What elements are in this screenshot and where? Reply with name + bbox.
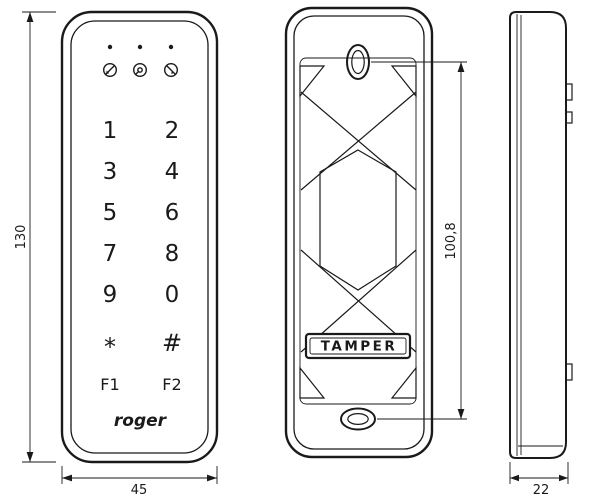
side-view <box>509 11 573 459</box>
clip-tab <box>565 83 573 101</box>
dimension-hole-spacing-value: 100,8 <box>444 222 459 259</box>
back-view: TAMPER <box>284 6 434 459</box>
tamper-label-frame <box>304 332 412 360</box>
brand-logo: roger <box>114 411 168 431</box>
back-panel-inline <box>293 15 425 450</box>
key-9[interactable]: 9 <box>103 282 118 308</box>
keypad: 1 2 3 4 5 6 7 8 9 0 * # F1 F2 <box>100 118 182 394</box>
tamper-label: TAMPER <box>304 332 412 360</box>
clip-tab <box>565 363 573 381</box>
tamper-text: TAMPER <box>321 339 398 355</box>
front-housing-outline <box>60 10 219 464</box>
key-f1[interactable]: F1 <box>100 375 119 394</box>
key-hash[interactable]: # <box>162 329 182 357</box>
top-mounting-hole <box>346 44 370 80</box>
key-3[interactable]: 3 <box>103 159 118 185</box>
dimension-front-width: 45 <box>61 466 218 498</box>
key-6[interactable]: 6 <box>165 200 180 226</box>
key-f2[interactable]: F2 <box>162 375 181 394</box>
indicator-icon-row <box>102 63 178 78</box>
key-icon <box>163 63 178 78</box>
tamper-label-inner-frame <box>309 337 407 355</box>
led-dot-icon <box>107 44 113 50</box>
key-icon <box>102 63 117 78</box>
dimension-width-value: 45 <box>131 483 148 498</box>
led-dot-icon <box>137 44 143 50</box>
key-1[interactable]: 1 <box>103 118 118 144</box>
led-dot-icon <box>168 44 174 50</box>
rib-cavity-frame <box>299 57 417 405</box>
dimension-hole-spacing: 100,8 <box>371 61 467 420</box>
key-7[interactable]: 7 <box>103 241 118 267</box>
dimension-depth: 22 <box>509 462 569 498</box>
key-0[interactable]: 0 <box>165 282 180 308</box>
clip-tab <box>565 111 573 124</box>
proximity-icon <box>132 63 147 78</box>
key-2[interactable]: 2 <box>165 118 180 144</box>
back-housing-outline <box>284 6 434 459</box>
dimension-height-value: 130 <box>14 225 29 250</box>
key-4[interactable]: 4 <box>165 159 180 185</box>
dimension-depth-value: 22 <box>533 483 550 498</box>
key-5[interactable]: 5 <box>103 200 118 226</box>
front-view: 1 2 3 4 5 6 7 8 9 0 * # F1 F2 roger <box>60 10 219 464</box>
side-profile-outline <box>509 11 567 459</box>
key-star[interactable]: * <box>104 333 116 361</box>
front-panel-inline <box>70 20 209 454</box>
bottom-mounting-hole <box>340 407 376 431</box>
key-8[interactable]: 8 <box>165 241 180 267</box>
led-row <box>107 44 174 50</box>
dimension-front-height: 130 <box>14 11 56 463</box>
